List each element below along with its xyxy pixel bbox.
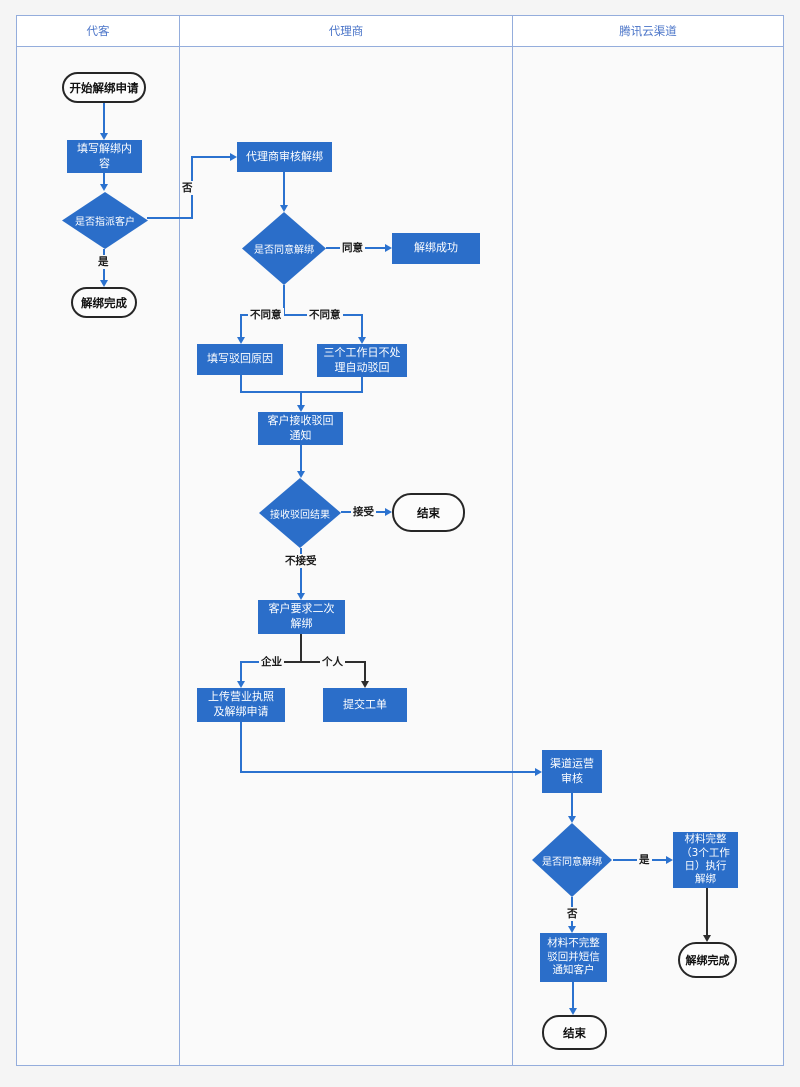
edge-review-to-decision: [283, 172, 285, 205]
edge-label-yes-2: 是: [637, 853, 652, 867]
arrowhead-down-icon: [296, 405, 305, 412]
arrowhead-down-icon: [236, 681, 245, 688]
edge-fill-to-assign: [103, 173, 105, 184]
edge-merge-down: [300, 391, 302, 405]
arrowhead-down-icon: [279, 205, 288, 212]
arrowhead-down-icon: [296, 471, 305, 478]
lane-header-customer: 代客: [86, 24, 110, 38]
arrowhead-down-icon: [99, 133, 108, 140]
edge-incomplete-to-end: [572, 982, 574, 1008]
edge-label-enterprise: 企业: [259, 655, 284, 669]
edge-assign-no-h: [147, 217, 193, 219]
edge-notice-to-result: [300, 445, 302, 471]
edge-label-disagree-right: 不同意: [307, 308, 343, 322]
lane-header-agent: 代理商: [328, 24, 364, 38]
edge-merge-right: [361, 377, 363, 393]
arrowhead-right-icon: [535, 767, 542, 776]
arrowhead-right-icon: [385, 507, 392, 516]
edge-label-no-2: 否: [565, 907, 580, 921]
swimlane-frame: [16, 15, 784, 1066]
arrowhead-down-icon: [567, 816, 576, 823]
arrowhead-right-icon: [666, 855, 673, 864]
node-customer-second-unbind: 客户要求二次 解绑: [258, 600, 345, 634]
arrowhead-down-icon: [99, 280, 108, 287]
node-material-complete-execute: 材料完整 （3个工作 日）执行 解绑: [673, 832, 738, 888]
node-end-1: 结束: [392, 493, 465, 532]
node-auto-reject-3days: 三个工作日不处 理自动驳回: [317, 344, 407, 377]
lane-divider-1: [179, 16, 180, 1065]
node-channel-operation-review: 渠道运营 审核: [542, 750, 602, 793]
arrowhead-right-icon: [230, 152, 237, 161]
node-customer-receive-reject-notice: 客户接收驳回 通知: [258, 412, 343, 445]
edge-to-channel-review: [240, 771, 535, 773]
edge-disagree-right-v: [361, 314, 363, 337]
node-fill-unbind-content: 填写解绑内 容: [67, 140, 142, 173]
edge-assign-no-h2: [193, 156, 230, 158]
edge-label-accept: 接受: [351, 505, 376, 519]
edge-start-to-fill: [103, 103, 105, 133]
node-end-2: 结束: [542, 1015, 607, 1050]
node-unbind-success: 解绑成功: [392, 233, 480, 264]
edge-disagree-split: [240, 314, 363, 316]
arrowhead-down-icon: [567, 926, 576, 933]
arrowhead-right-icon: [385, 243, 392, 252]
edge-label-yes-1: 是: [96, 255, 111, 269]
edge-disagree-left-v: [240, 314, 242, 337]
edge-enterprise-h-blue: [240, 661, 264, 663]
lane-header-tencent-channel: 腾讯云渠道: [619, 24, 677, 38]
edge-complete-to-done: [706, 888, 708, 935]
edge-label-no-1: 否: [180, 181, 195, 195]
edge-second-stem: [300, 634, 302, 663]
node-start-unbind-request: 开始解绑申请: [62, 72, 146, 103]
edge-channel-to-decision: [571, 793, 573, 816]
node-submit-ticket: 提交工单: [323, 688, 407, 722]
arrowhead-down-icon: [360, 681, 369, 688]
edge-upload-down: [240, 722, 242, 773]
arrowhead-down-icon: [357, 337, 366, 344]
edge-merge-left: [240, 375, 242, 393]
swimlane-header: [17, 16, 783, 47]
edge-label-disagree-left: 不同意: [248, 308, 284, 322]
edge-personal-v: [364, 661, 366, 681]
node-agent-review-unbind: 代理商审核解绑: [237, 142, 332, 172]
node-unbind-done-1: 解绑完成: [71, 287, 137, 318]
lane-divider-2: [512, 16, 513, 1065]
edge-label-agree: 同意: [340, 241, 365, 255]
node-unbind-done-2: 解绑完成: [678, 942, 737, 978]
arrowhead-down-icon: [702, 935, 711, 942]
arrowhead-down-icon: [99, 184, 108, 191]
edge-enterprise-v: [240, 661, 242, 681]
edge-disagree-stem: [283, 285, 285, 316]
node-fill-reject-reason: 填写驳回原因: [197, 344, 283, 375]
node-upload-license: 上传营业执照 及解绑申请: [197, 688, 285, 722]
edge-not-accept: [300, 548, 302, 593]
edge-label-not-accept: 不接受: [283, 554, 319, 568]
arrowhead-down-icon: [296, 593, 305, 600]
arrowhead-down-icon: [568, 1008, 577, 1015]
arrowhead-down-icon: [236, 337, 245, 344]
node-material-incomplete-reject: 材料不完整 驳回并短信 通知客户: [540, 933, 607, 982]
edge-label-personal: 个人: [320, 655, 345, 669]
